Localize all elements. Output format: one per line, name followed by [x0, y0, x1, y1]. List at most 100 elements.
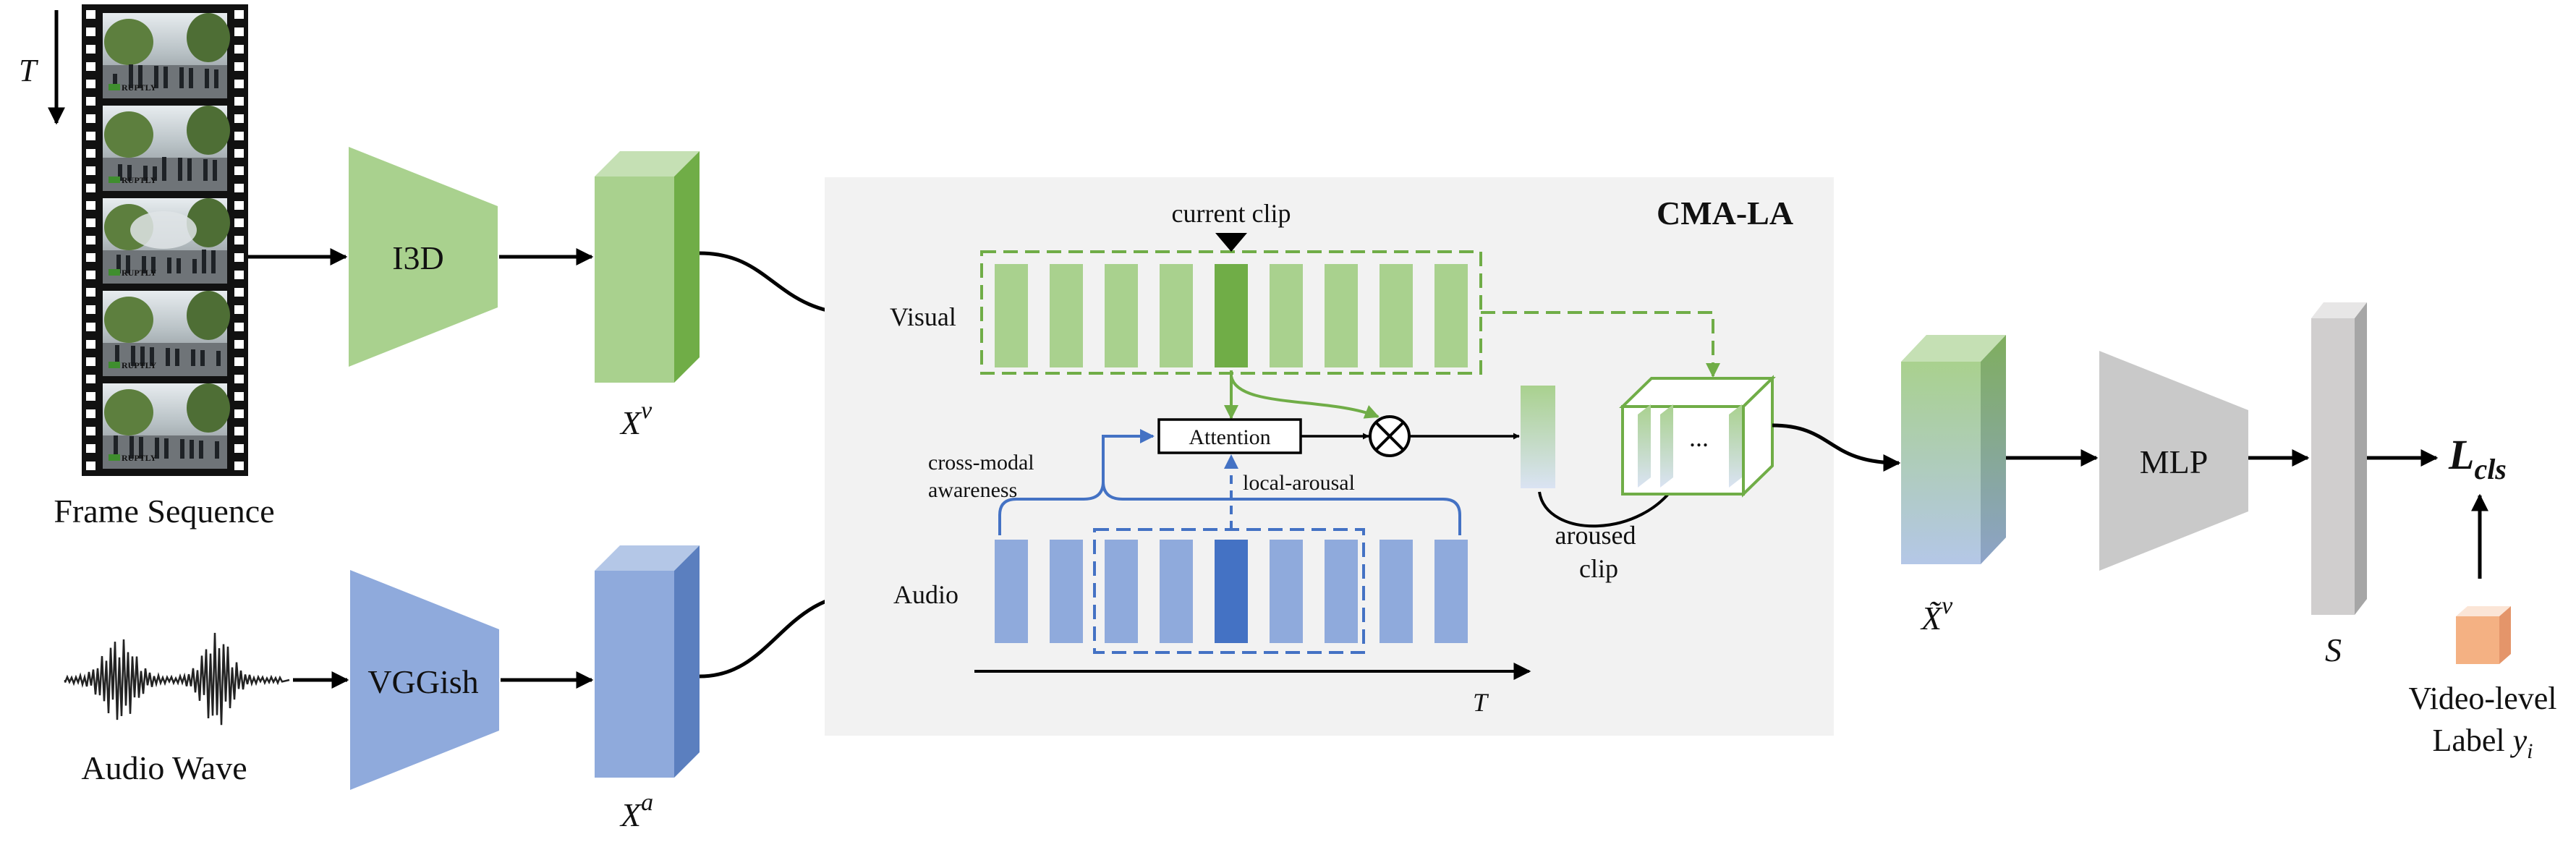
enhanced-feature-label: X̃v: [1920, 592, 1953, 637]
score-block: [2311, 302, 2367, 615]
sprocket-hole: [86, 375, 95, 383]
audio-wave-caption: Audio Wave: [81, 749, 247, 786]
frame-watermark: RUPTLY: [122, 175, 157, 185]
sprocket-hole: [86, 392, 95, 401]
sprocket-hole: [234, 184, 244, 192]
frame-sequence-caption: Frame Sequence: [54, 493, 274, 530]
multiply-operator: [1369, 415, 1411, 457]
sprocket-hole: [234, 444, 244, 453]
enhanced-feature-block: [1901, 335, 2006, 564]
stack-ellipsis: ...: [1689, 423, 1709, 452]
sprocket-hole: [86, 462, 95, 470]
audio-clip: [995, 540, 1028, 643]
sprocket-hole: [234, 132, 244, 140]
visual-clip: [1380, 264, 1413, 367]
audio-clip: [1105, 540, 1138, 643]
cross-modal-awareness-label: cross-modal awareness: [928, 451, 1040, 502]
sprocket-hole: [234, 201, 244, 210]
vggish-label: VGGish: [367, 663, 478, 700]
audio-clip: [1050, 540, 1083, 643]
visual-clip: [1160, 264, 1193, 367]
sprocket-hole: [86, 80, 95, 88]
sprocket-hole: [86, 184, 95, 192]
sprocket-hole: [234, 45, 244, 54]
audio-feature-block: [595, 545, 700, 778]
score-label: S: [2325, 632, 2342, 668]
frame-watermark: RUPTLY: [122, 82, 157, 93]
local-arousal-window: [1093, 528, 1365, 654]
sprocket-hole: [86, 271, 95, 279]
cma-la-module: CMA-LA Visual Audio current clip cross-m…: [825, 177, 1834, 736]
sprocket-hole: [234, 340, 244, 349]
current-clip-marker: [1215, 233, 1247, 252]
attention-block: [1157, 418, 1302, 454]
current-clip-label: current clip: [1172, 199, 1291, 228]
mlp-block: [2099, 351, 2248, 571]
sprocket-hole: [86, 427, 95, 435]
attention-label: Attention: [1189, 425, 1270, 449]
sprocket-hole: [86, 97, 95, 106]
sprocket-hole: [234, 271, 244, 279]
sprocket-hole: [234, 375, 244, 383]
aroused-clip: [1521, 386, 1555, 488]
aroused-clip-label: aroused clip: [1555, 521, 1643, 583]
current-clip-to-multiply-arrow: [1230, 375, 1380, 419]
sprocket-hole: [86, 253, 95, 262]
sprocket-hole: [86, 409, 95, 418]
sprocket-hole: [234, 114, 244, 123]
local-arousal-label: local-arousal: [1243, 471, 1355, 495]
visual-clips: [995, 264, 1468, 367]
sprocket-hole: [234, 305, 244, 314]
visual-feature-label: Xv: [619, 397, 652, 441]
time-axis-label: T: [1473, 688, 1489, 717]
video-frame: RUPTLY: [103, 13, 230, 98]
audio-waveform: [64, 632, 290, 726]
audio-clip: [1380, 540, 1413, 643]
sprocket-hole: [86, 357, 95, 366]
sprocket-hole: [234, 10, 244, 19]
sprocket-hole: [234, 392, 244, 401]
sprocket-hole: [86, 201, 95, 210]
video-level-label: Video-level: [2408, 681, 2556, 716]
sprocket-hole: [86, 340, 95, 349]
enhanced-clip-stack: ...: [1619, 375, 1776, 498]
sprocket-hole: [234, 80, 244, 88]
film-sprockets: [86, 10, 244, 470]
sprocket-hole: [86, 149, 95, 158]
frame-watermark: RUPTLY: [122, 268, 157, 278]
sprocket-hole: [86, 132, 95, 140]
sprocket-hole: [234, 323, 244, 331]
visual-clip: [1325, 264, 1358, 367]
loss-label: Lcls: [2448, 431, 2507, 485]
vggish-encoder: [350, 570, 499, 790]
sprocket-hole: [234, 149, 244, 158]
sprocket-hole: [234, 409, 244, 418]
sprocket-hole: [86, 444, 95, 453]
sprocket-hole: [234, 357, 244, 366]
video-frame: RUPTLY: [103, 198, 230, 284]
sprocket-hole: [234, 236, 244, 244]
audio-stream-label: Audio: [893, 580, 958, 609]
visual-clip: [1105, 264, 1138, 367]
time-label: T: [19, 53, 39, 88]
audio-clip: [1160, 540, 1193, 643]
arrow-cma-to-enhanced: [1772, 423, 1901, 472]
visual-stream-label: Visual: [890, 302, 956, 331]
visual-clip: [1270, 264, 1303, 367]
audio-feature-label: Xa: [619, 789, 653, 833]
sprocket-hole: [86, 288, 95, 297]
i3d-label: I3D: [392, 239, 444, 276]
sprocket-hole: [86, 114, 95, 123]
sprocket-hole: [86, 62, 95, 71]
sprocket-hole: [234, 253, 244, 262]
sprocket-hole: [86, 10, 95, 19]
sprocket-hole: [234, 166, 244, 175]
visual-window-to-stack-arrow: [1481, 311, 1720, 378]
audio-clips: [995, 540, 1468, 643]
visual-current-clip: [1215, 264, 1248, 367]
audio-clip: [1270, 540, 1303, 643]
